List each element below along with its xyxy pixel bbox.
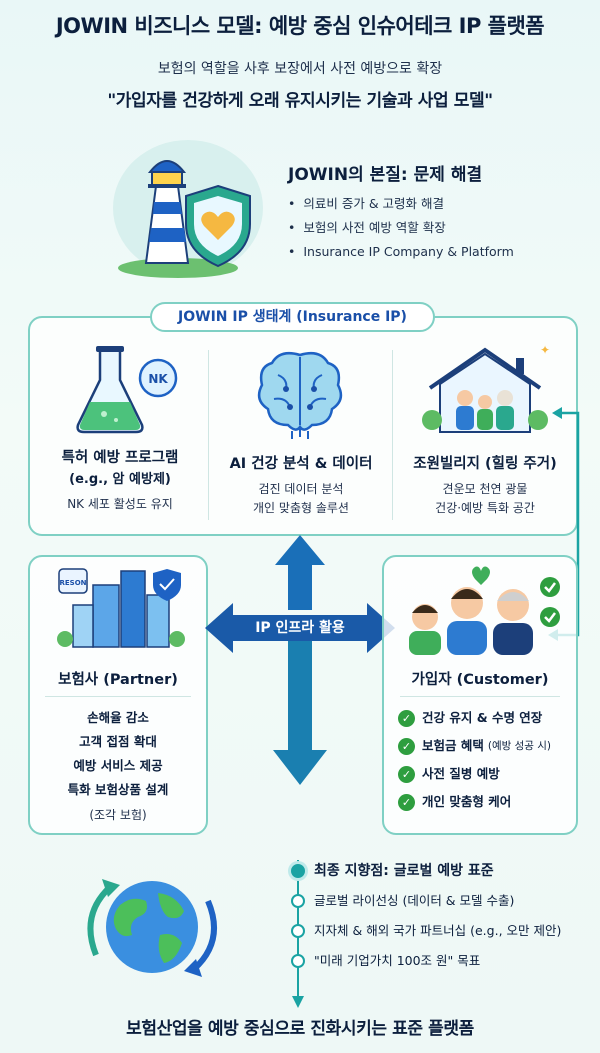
milestone-dot-icon	[291, 954, 305, 968]
essence-item: 보험의 사전 예방 역할 확장	[288, 216, 514, 240]
footer-statement: 보험산업을 예방 중심으로 진화시키는 표준 플랫폼	[126, 1019, 474, 1039]
col-2-title: AI 건강 분석 & 데이터	[229, 456, 373, 472]
partner-note: (조각 보험)	[89, 808, 147, 822]
milestone-dot-icon	[291, 924, 305, 938]
divider	[400, 696, 560, 697]
partner-item: 특화 보험상품 설계	[67, 782, 169, 797]
customer-item: ✓보험금 혜택(예방 성공 시)	[398, 732, 576, 760]
house-family-icon: ✦	[422, 343, 550, 433]
customer-item: ✓개인 맞춤형 케어	[398, 788, 576, 816]
partner-list: 손해율 감소 고객 접점 확대 예방 서비스 제공 특화 보험상품 설계	[30, 706, 206, 802]
milestone-dot-icon	[291, 864, 305, 878]
customer-item: ✓사전 질병 예방	[398, 760, 576, 788]
roadmap-head: 최종 지향점: 글로벌 예방 표준	[291, 856, 561, 886]
customer-list: ✓건강 유지 & 수명 연장 ✓보험금 혜택(예방 성공 시) ✓사전 질병 예…	[398, 704, 576, 816]
check-icon: ✓	[398, 765, 415, 783]
partner-item: 예방 서비스 제공	[73, 758, 163, 773]
col-3-desc: 견운모 천연 광물	[442, 482, 528, 496]
divider	[45, 696, 191, 697]
divider	[208, 350, 209, 520]
customer-title: 가입자 (Customer)	[411, 672, 549, 688]
roadmap-item: 지자체 & 해외 국가 파트너십 (e.g., 오만 제안)	[291, 916, 561, 946]
partner-item: 손해율 감소	[87, 710, 149, 725]
page-tagline: "가입자를 건강하게 오래 유지시키는 기술과 사업 모델"	[107, 91, 493, 111]
flask-icon: NK	[76, 346, 178, 434]
brain-icon	[257, 352, 343, 439]
essence-title: JOWIN의 본질: 문제 해결	[288, 165, 483, 185]
essence-item: Insurance IP Company & Platform	[288, 240, 513, 264]
essence-list: 의료비 증가 & 고령화 해결 보험의 사전 예방 역할 확장 Insuranc…	[288, 192, 514, 264]
check-icon: ✓	[398, 793, 415, 811]
partner-item: 고객 접점 확대	[79, 734, 157, 749]
divider	[392, 350, 393, 520]
city-buildings-icon: RESON	[57, 568, 185, 648]
col-3-title: 조원빌리지 (힐링 주거)	[413, 456, 557, 472]
essence-item: 의료비 증가 & 고령화 해결	[288, 192, 514, 216]
roadmap-item: "미래 기업가치 100조 원" 목표	[291, 946, 561, 976]
roadmap-list: 최종 지향점: 글로벌 예방 표준 글로벌 라이선싱 (데이터 & 모델 수출)…	[291, 856, 561, 976]
family-icon	[409, 566, 560, 655]
svg-text:✦: ✦	[540, 343, 550, 357]
page-title: JOWIN 비즈니스 모델: 예방 중심 인슈어테크 IP 플랫폼	[55, 14, 545, 38]
flask-icon-text: NK	[148, 372, 168, 386]
ecosystem-label: JOWIN IP 생태계 (Insurance IP)	[150, 302, 435, 332]
partner-title: 보험사 (Partner)	[58, 672, 178, 688]
check-icon: ✓	[398, 737, 415, 755]
col-2-desc: 검진 데이터 분석	[258, 482, 344, 496]
col-3-desc: 건강·예방 특화 공간	[435, 501, 535, 515]
col-2-desc: 개인 맞춤형 솔루션	[253, 501, 349, 515]
lighthouse-shield-icon	[113, 140, 263, 278]
col-1-subtitle: (e.g., 암 예방제)	[69, 472, 171, 487]
col-1-desc: NK 세포 활성도 유지	[67, 497, 173, 511]
col-1-title: 특허 예방 프로그램	[61, 450, 179, 466]
check-icon: ✓	[398, 709, 415, 727]
page-subtitle: 보험의 역할을 사후 보장에서 사전 예방으로 확장	[157, 61, 443, 77]
center-arrows	[205, 535, 395, 785]
roadmap-item: 글로벌 라이선싱 (데이터 & 모델 수출)	[291, 886, 561, 916]
customer-item: ✓건강 유지 & 수명 연장	[398, 704, 576, 732]
partner-logo-text: RESON	[59, 579, 86, 587]
center-label: IP 인프라 활용	[255, 620, 345, 636]
milestone-dot-icon	[291, 894, 305, 908]
globe-icon	[87, 879, 217, 977]
